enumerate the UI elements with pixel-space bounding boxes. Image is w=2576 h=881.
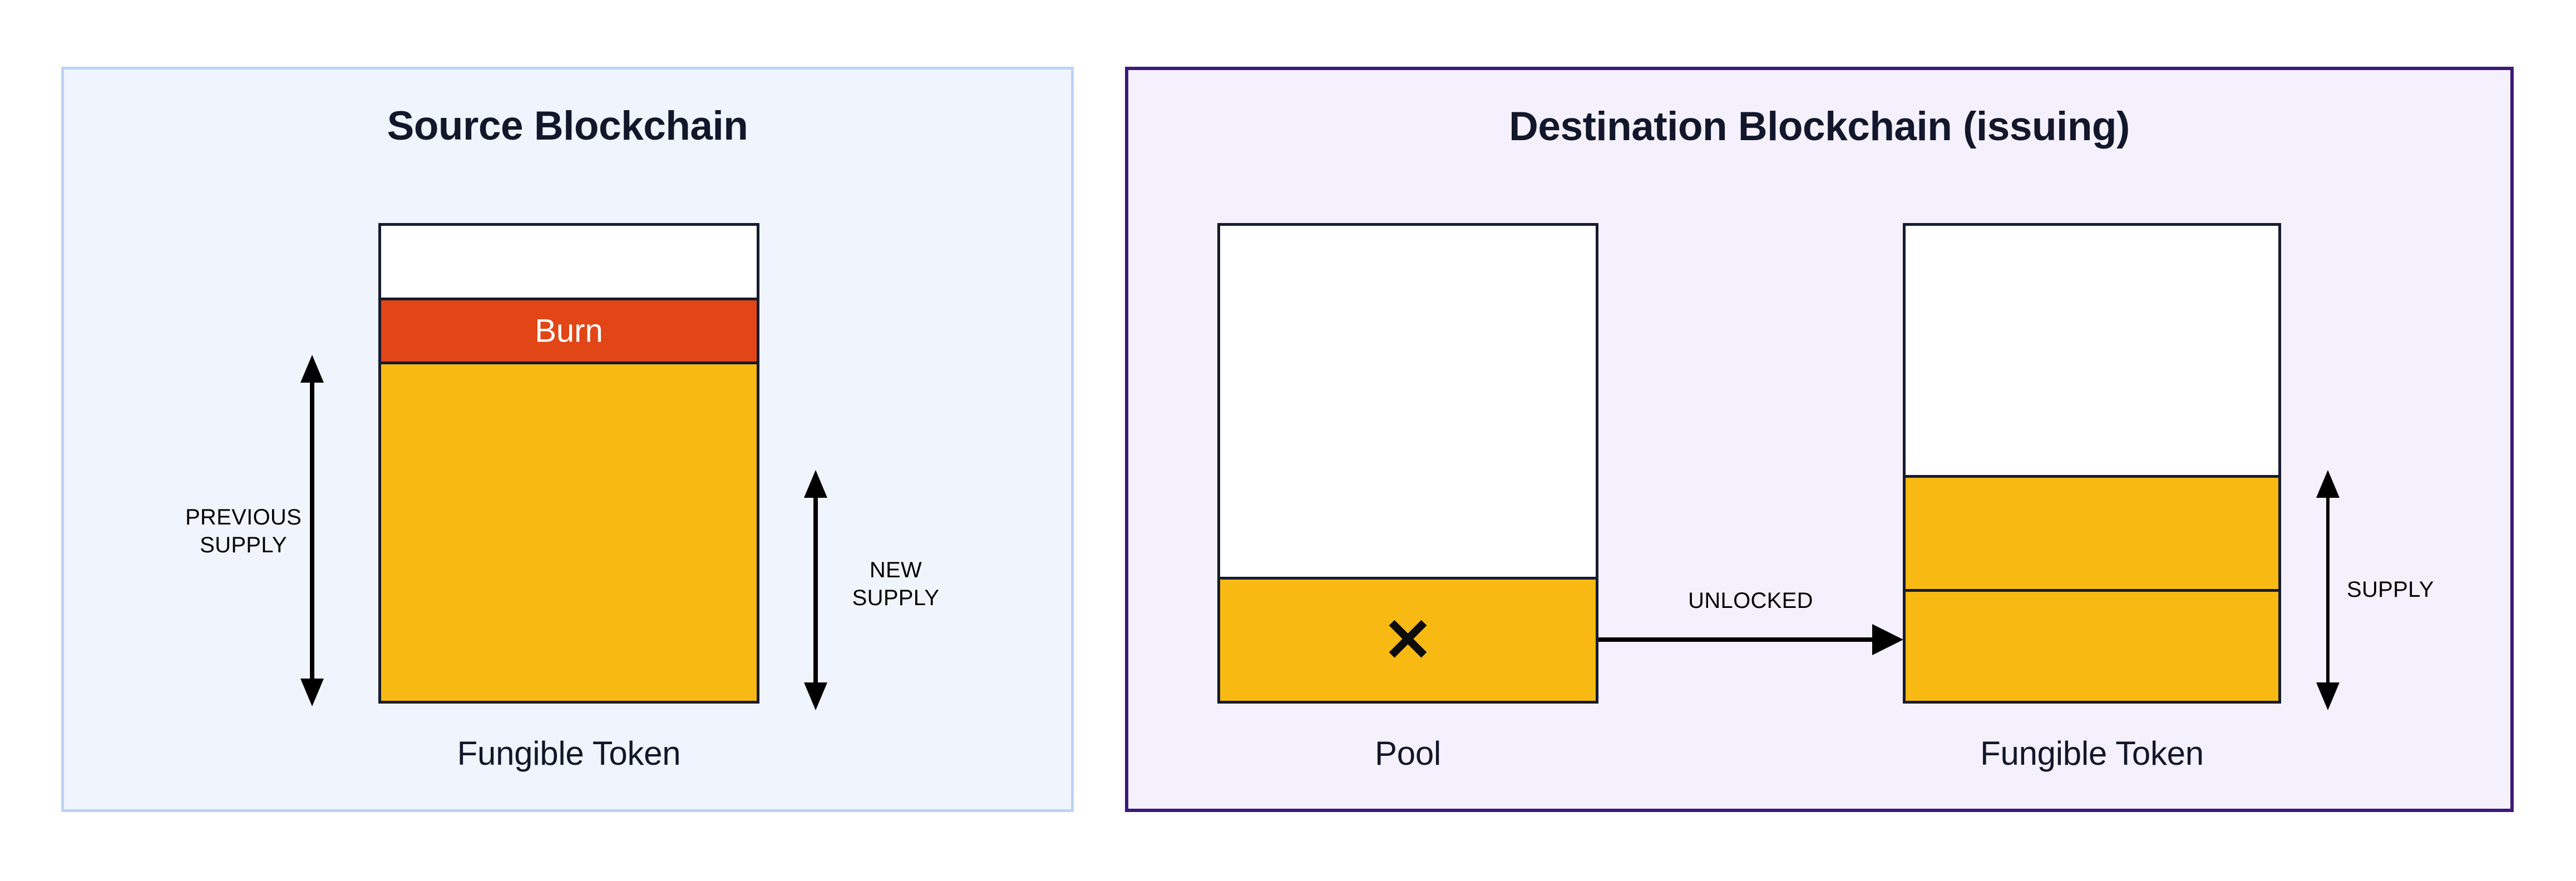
segment-pool-locked: ✕ <box>1220 577 1596 701</box>
source-bar-caption: Fungible Token <box>457 735 681 772</box>
new-supply-label: NEW SUPPLY <box>852 558 940 610</box>
pool-bar: ✕ <box>1217 223 1598 704</box>
segment-empty-headroom <box>381 226 757 298</box>
source-panel-title: Source Blockchain <box>387 103 748 149</box>
previous-supply-label: PREVIOUS SUPPLY <box>185 505 302 557</box>
segment-burn-label: Burn <box>535 313 603 349</box>
new-supply-arrow <box>803 470 828 710</box>
dest-fungible-token-bar <box>1903 223 2281 704</box>
segment-burn: Burn <box>381 298 757 364</box>
unlocked-label: UNLOCKED <box>1688 588 1813 613</box>
segment-remaining-supply <box>381 364 757 701</box>
dest-panel-title: Destination Blockchain (issuing) <box>1509 104 2130 149</box>
unlocked-arrow <box>1598 624 1904 658</box>
segment-token-existing <box>1906 475 2278 590</box>
supply-label: SUPPLY <box>2347 577 2434 602</box>
supply-arrow <box>2315 470 2341 710</box>
segment-pool-empty <box>1220 226 1596 577</box>
x-mark-icon: ✕ <box>1383 606 1433 674</box>
segment-token-unlocked <box>1906 592 2278 701</box>
segment-token-headroom <box>1906 226 2278 475</box>
source-fungible-token-bar: Burn <box>378 223 759 704</box>
token-segment-divider <box>1906 589 2278 592</box>
dest-token-bar-caption: Fungible Token <box>1980 735 2204 772</box>
pool-bar-caption: Pool <box>1375 735 1441 772</box>
previous-supply-arrow <box>299 355 325 706</box>
